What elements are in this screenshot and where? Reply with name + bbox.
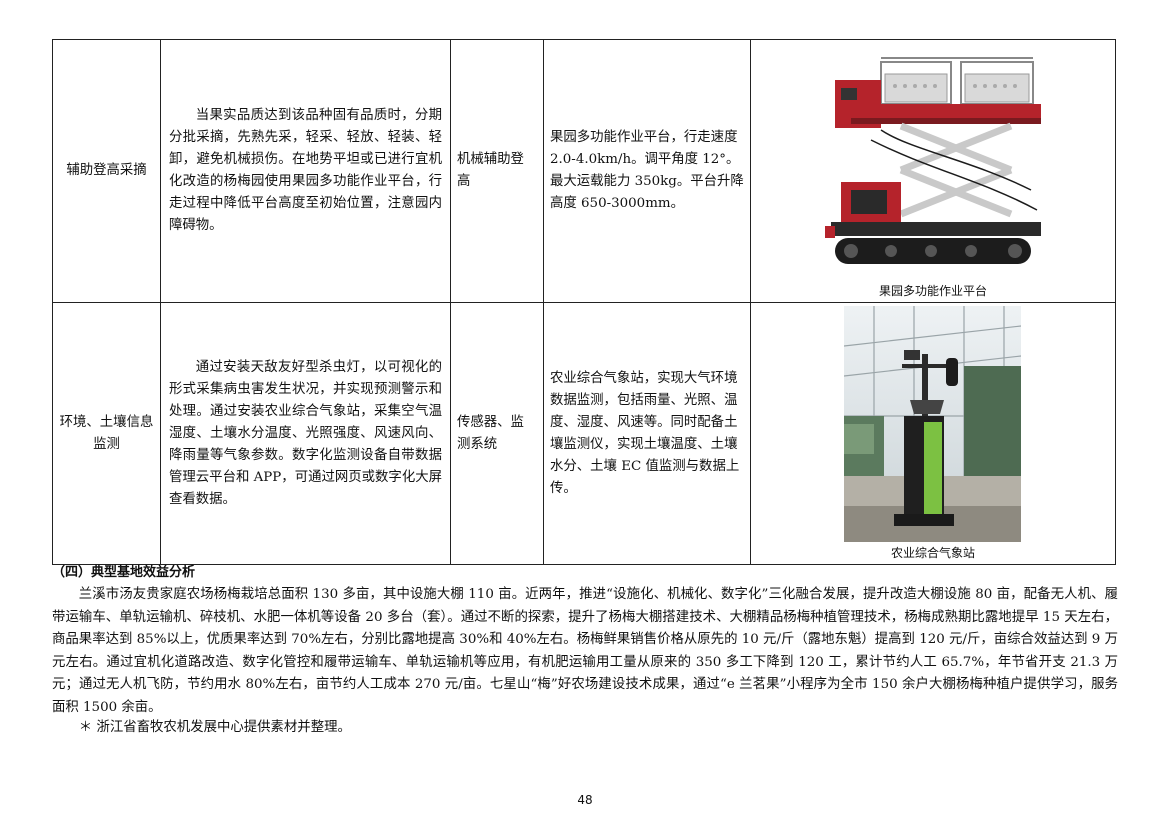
table-row: 辅助登高采摘 当果实品质达到该品种固有品质时，分期分批采摘，先熟先采，轻采、轻放…: [52, 39, 1116, 303]
technique-cell: 当果实品质达到该品种固有品质时，分期分批采摘，先熟先采，轻采、轻放、轻装、轻卸，…: [160, 39, 451, 303]
spec-cell: 农业综合气象站，实现大气环境数据监测，包括雨量、光照、温度、湿度、风速等。同时配…: [543, 302, 751, 565]
image-cell: 果园多功能作业平台: [750, 39, 1116, 303]
image-caption: 农业综合气象站: [890, 546, 975, 560]
orchard-lift-platform-photo: [825, 57, 1041, 264]
table-row: 环境、土壤信息监测 通过安装天敌友好型杀虫灯，以可视化的形式采集病虫害发生状况，…: [52, 302, 1116, 565]
stage-cell: 环境、土壤信息监测: [52, 302, 161, 565]
spec-cell: 果园多功能作业平台，行走速度 2.0-4.0km/h。调平角度 12°。最大运载…: [543, 39, 751, 303]
technique-text: 通过安装天敌友好型杀虫灯，以可视化的形式采集病虫害发生状况，并实现预测警示和处理…: [169, 359, 442, 507]
section-body: 兰溪市汤友贵家庭农场杨梅栽培总面积 130 多亩，其中设施大棚 110 亩。近两…: [52, 587, 1118, 715]
stage-cell: 辅助登高采摘: [52, 39, 161, 303]
section-title: （四）典型基地效益分析: [52, 565, 196, 580]
technique-cell: 通过安装天敌友好型杀虫灯，以可视化的形式采集病虫害发生状况，并实现预测警示和处理…: [160, 302, 451, 565]
technique-table: 辅助登高采摘 当果实品质达到该品种固有品质时，分期分批采摘，先熟先采，轻采、轻放…: [52, 39, 1116, 565]
source-note: ＊ 浙江省畜牧农机发展中心提供素材并整理。: [78, 720, 351, 735]
weather-station-photo: [844, 306, 1021, 542]
page-number: 48: [577, 793, 593, 807]
equipment-cell: 机械辅助登高: [450, 39, 544, 303]
image-cell: 农业综合气象站: [750, 302, 1116, 565]
technique-text: 当果实品质达到该品种固有品质时，分期分批采摘，先熟先采，轻采、轻放、轻装、轻卸，…: [169, 108, 442, 233]
equipment-cell: 传感器、监测系统: [450, 302, 544, 565]
image-caption: 果园多功能作业平台: [878, 284, 987, 298]
